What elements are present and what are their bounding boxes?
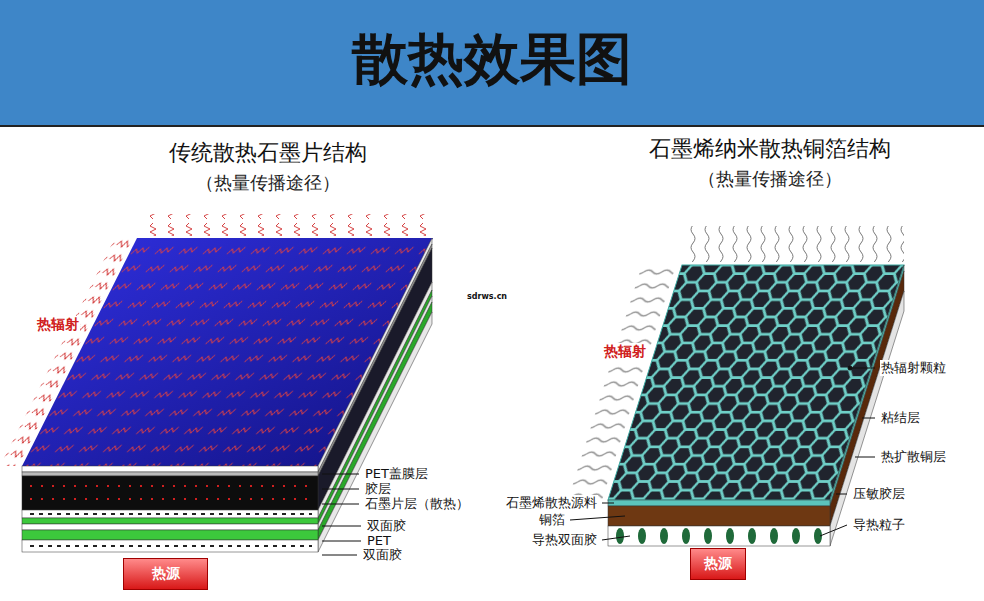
heat-marks (30, 485, 312, 487)
layer-label: 导热粒子 (852, 517, 906, 533)
copper-front-layers (608, 500, 830, 546)
layer-label: PET盖膜层 (364, 466, 429, 482)
layer-label: 热扩散铜层 (880, 449, 947, 465)
heat-source-label: 热源 (704, 555, 732, 573)
leader-lines (570, 366, 875, 540)
watermark: sdrws.cn (466, 292, 508, 302)
heat-source-box: 热源 (123, 558, 208, 590)
panel-title: 传统散热石墨片结构 (168, 140, 368, 166)
layer-label: 石墨烯散热源料 (505, 495, 598, 511)
radiation-waves (140, 214, 432, 236)
tape-marks (30, 545, 312, 547)
radiation-waves (684, 226, 904, 262)
heat-source-box: 热源 (690, 548, 746, 580)
layer-label: 铜箔 (538, 512, 566, 528)
copper-side-layers (830, 265, 904, 546)
layer-label: 热辐射颗粒 (880, 360, 947, 376)
layer-label: 导热双面胶 (531, 532, 598, 548)
graphite-front-layers (22, 466, 318, 552)
page-title: 散热效果图 (0, 28, 984, 90)
panel-title: 石墨烯纳米散热铜箔结构 (648, 136, 892, 162)
layer-label: 粘结层 (880, 410, 921, 426)
thermal-particles (616, 528, 822, 544)
hexagon-particles (608, 265, 904, 500)
layer-label: 胶层 (364, 481, 392, 497)
layer-label: 双面胶 (362, 547, 403, 563)
layer-label: 石墨片层（散热） (364, 496, 470, 512)
panel-subtitle: （热量传播途径） (697, 168, 843, 190)
layer-label: 双面胶 (366, 518, 407, 534)
leader-lines (322, 474, 361, 555)
layer-label: 压敏胶层 (852, 486, 906, 502)
tape-marks (30, 513, 312, 515)
heat-marks (30, 498, 312, 500)
panel-subtitle: （热量传播途径） (195, 172, 341, 194)
radiation-label: 热辐射 (603, 343, 647, 360)
radiation-label: 热辐射 (36, 316, 80, 333)
heat-source-label: 热源 (152, 565, 180, 583)
